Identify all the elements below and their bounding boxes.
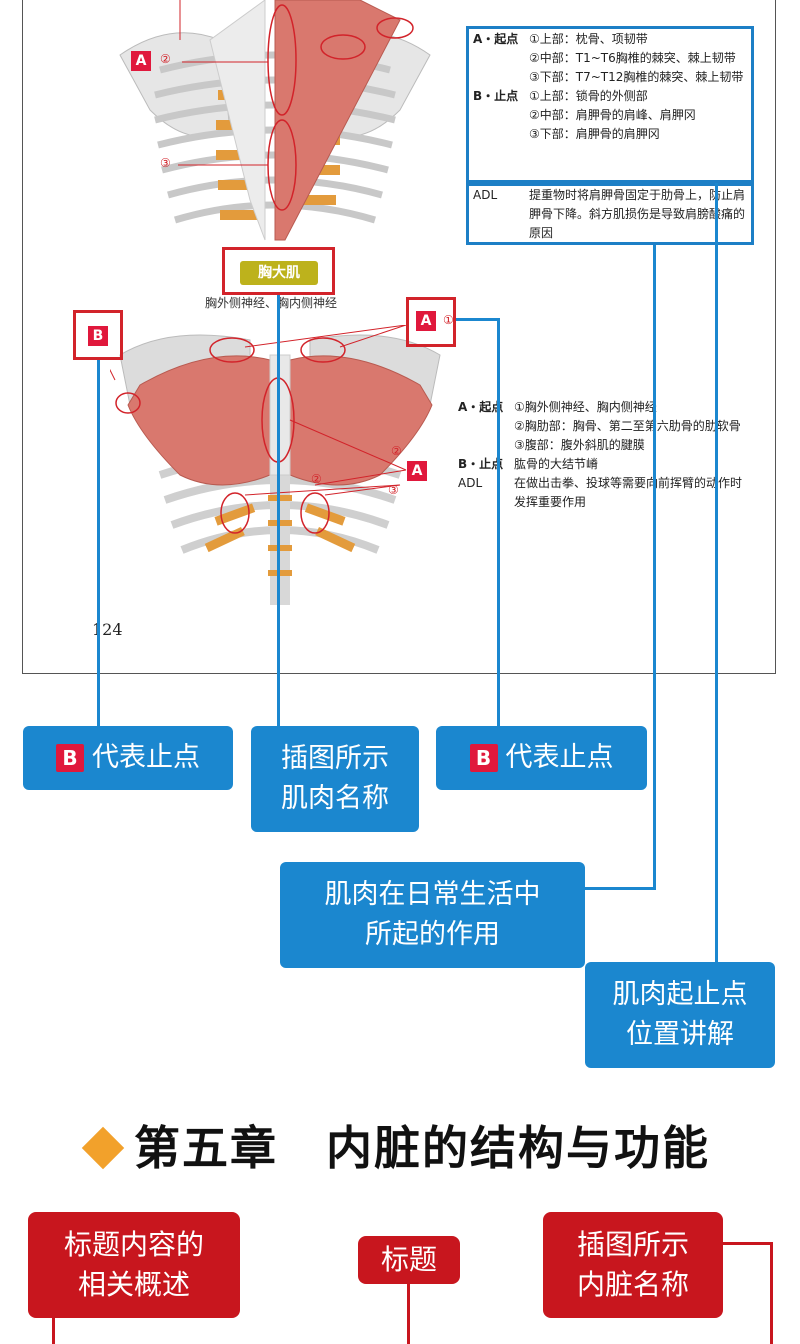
connector-organ-horizontal [723,1242,773,1245]
callout-b-text-right: 代表止点 [505,742,614,773]
muscle-name-label: 胸大肌 [240,261,318,285]
trapezius-insertion-line-3: ③下部：肩胛骨的肩胛冈 [529,127,660,139]
connector-a-right-horizontal [456,318,500,321]
callout-title: 标题 [358,1236,460,1284]
callout-overview-line-2: 相关概述 [77,1268,190,1301]
pectoralis-a-frame [406,297,456,347]
muscle-nerve-text: 胸外侧神经、胸内侧神经 [205,296,338,310]
pectoralis-adl-key: ADL [458,476,483,490]
callout-b-badge-right: B [469,744,498,772]
pectoralis-origin-line-1: ①胸外侧神经、胸内侧神经 [514,400,657,414]
callout-overview-line-1: 标题内容的 [63,1228,204,1261]
callout-title-text: 标题 [380,1243,437,1276]
callout-origin-insertion: 肌肉起止点 位置讲解 [585,962,775,1068]
trapezius-illustration [119,0,431,241]
callout-muscle-name-line-1: 插图所示 [281,743,389,774]
connector-muscle-name [277,295,280,726]
pectoralis-illustration [110,325,441,605]
callout-muscle-name-line-2: 肌肉名称 [281,783,389,814]
callout-title-overview: 标题内容的 相关概述 [28,1212,240,1318]
trapezius-origin-line-3: ③下部：T7~T12胸椎的棘突、棘上韧带 [529,70,744,84]
pectoralis-marker-b: B [88,326,108,346]
connector-a-right [497,318,500,726]
callout-adl-role-line-1: 肌肉在日常生活中 [324,879,541,910]
book-page [22,0,776,674]
chapter-title: 第五章 内脏的结构与功能 [81,1112,710,1178]
pectoralis-marker-1: ① [443,313,454,327]
trapezius-adl-frame [466,183,754,245]
connector-adl [653,245,656,890]
pectoralis-marker-3: ③ [388,483,399,497]
trapezius-origin-line-1: ①上部：枕骨、项韧带 [529,32,648,46]
chapter-title-text: 第五章 内脏的结构与功能 [134,1121,710,1175]
callout-b-text-left: 代表止点 [92,742,200,773]
trapezius-insertion-key: B・止点 [473,89,519,103]
pectoralis-description: A・起点 ①胸外侧神经、胸内侧神经 ②胸肋部：胸骨、第二至第六肋骨的肋软骨 ③腹部… [458,398,748,512]
pectoralis-origin-line-3: ③腹部：腹外斜肌的腱膜 [514,438,645,452]
connector-title [407,1284,410,1344]
connector-b-left [97,360,100,726]
connector-organ [770,1242,773,1344]
connector-adl-horizontal [585,887,656,890]
callout-organ-line-2: 内脏名称 [576,1268,689,1301]
pectoralis-marker-2: ② [391,444,402,458]
callout-adl-role: 肌肉在日常生活中 所起的作用 [280,862,585,968]
trapezius-marker-a: A [131,51,151,71]
connector-origin-insertion [715,183,718,963]
diamond-icon [81,1126,125,1170]
callout-origin-insertion-line-1: 肌肉起止点 [612,979,748,1010]
trapezius-insertion-line-2: ②中部：肩胛骨的肩峰、肩胛冈 [529,108,696,122]
callout-organ-line-1: 插图所示 [576,1228,689,1261]
callout-adl-role-line-2: 所起的作用 [365,919,500,950]
trapezius-adl-text: ADL 提重物时将肩胛骨固定于肋骨上，防止肩胛骨下降。斜方肌损伤是导致肩膀酸痛的原… [473,186,751,243]
pectoralis-b-frame [73,310,123,360]
pectoralis-marker-a: A [416,311,436,331]
trapezius-adl-value: 提重物时将肩胛骨固定于肋骨上，防止肩胛骨下降。斜方肌损伤是导致肩膀酸痛的原因 [529,188,746,240]
trapezius-origin-key: A・起点 [473,32,519,46]
pectoralis-marker-a-lower: A [407,461,427,481]
trapezius-origin-insertion-text: A・起点 ①上部：枕骨、项韧带 ②中部：T1~T6胸椎的棘突、棘上韧带 ③下部：T… [473,30,751,139]
trapezius-adl-key: ADL [473,188,498,202]
muscle-name-frame [222,247,335,295]
pectoralis-insertion-value: 肱骨的大结节嵴 [514,457,599,471]
pectoralis-insertion-key: B・止点 [458,457,504,471]
trapezius-origin-line-2: ②中部：T1~T6胸椎的棘突、棘上韧带 [529,51,736,65]
pectoralis-adl-value: 在做出击拳、投球等需要向前挥臂的动作时发挥重要作用 [514,476,743,509]
callout-b-insertion-left: B 代表止点 [23,726,233,790]
callout-muscle-name: 插图所示 肌肉名称 [251,726,419,832]
connector-overview [52,1318,55,1344]
pectoralis-marker-2-inner: ② [311,472,322,486]
trapezius-insertion-line-1: ①上部：锁骨的外侧部 [529,89,648,103]
pectoralis-origin-line-2: ②胸肋部：胸骨、第二至第六肋骨的肋软骨 [514,419,741,433]
trapezius-marker-3: ③ [160,156,171,170]
pectoralis-origin-key: A・起点 [458,400,504,414]
trapezius-marker-2: ② [160,52,171,66]
callout-organ-name: 插图所示 内脏名称 [543,1212,723,1318]
callout-b-badge-left: B [56,744,84,772]
callout-b-insertion-right: B 代表止点 [436,726,647,790]
callout-origin-insertion-line-2: 位置讲解 [626,1019,734,1050]
trapezius-origin-insertion-frame [466,26,754,183]
